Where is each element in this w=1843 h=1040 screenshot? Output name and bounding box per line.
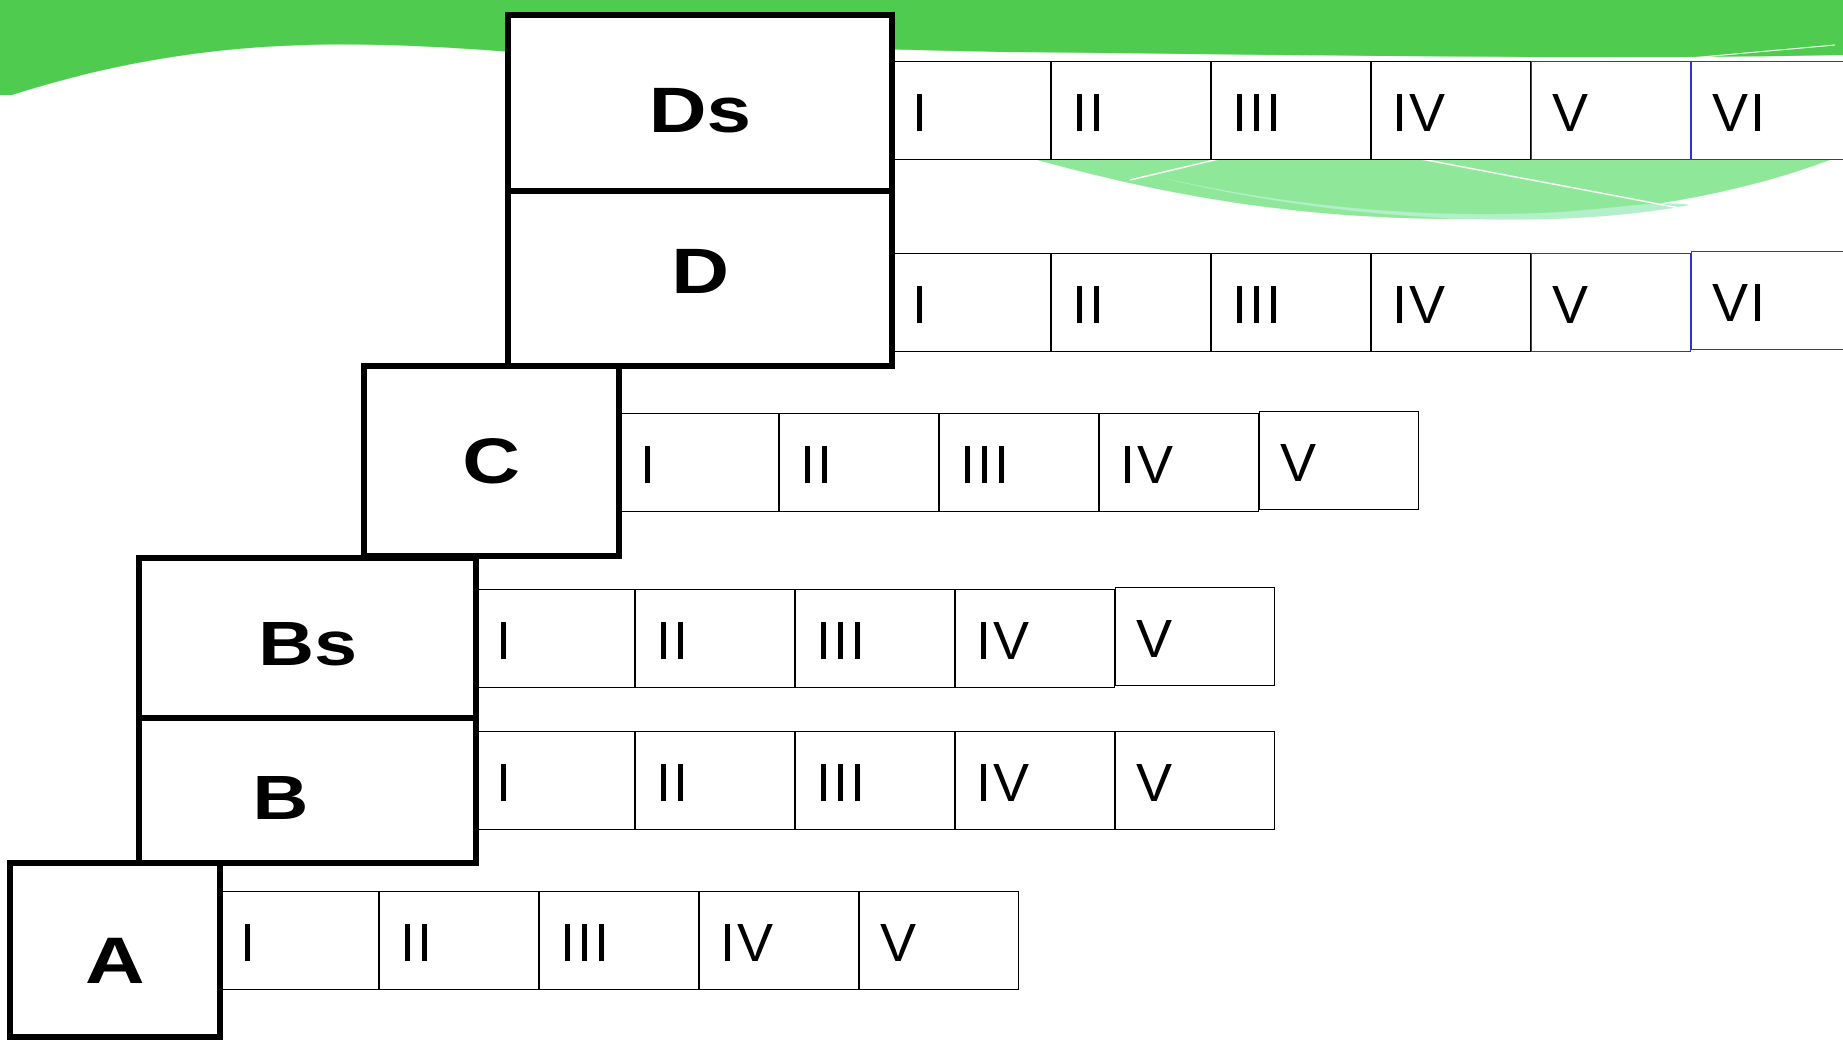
level-box-ds: Ds: [505, 12, 895, 194]
subgrade-cell: V: [1259, 411, 1419, 510]
subgrade-cell: I: [475, 731, 635, 830]
subgrade-cell: II: [779, 413, 939, 512]
subgrade-label: II: [1072, 274, 1107, 335]
subgrade-cell: V: [1115, 731, 1275, 830]
subgrade-cell: I: [619, 413, 779, 512]
subgrade-cell: III: [1211, 253, 1371, 352]
subgrade-label: V: [1280, 432, 1319, 493]
subgrade-cell: V: [1531, 61, 1691, 160]
level-label: Ds: [648, 74, 752, 146]
subgrade-cell: V: [1115, 587, 1275, 686]
wave-line: [1399, 154, 1691, 211]
subgrade-cell: II: [635, 731, 795, 830]
level-label: Bs: [257, 610, 358, 679]
subgrade-cell: IV: [1371, 61, 1531, 160]
subgrade-cell: II: [1051, 61, 1211, 160]
subgrade-label: III: [1232, 82, 1284, 143]
subgrade-label: V: [1136, 752, 1175, 813]
subgrade-label: III: [816, 610, 868, 671]
subgrade-label: IV: [1120, 434, 1176, 495]
subgrade-cell: III: [795, 731, 955, 830]
level-box-d: D: [505, 188, 895, 369]
subgrade-cell: IV: [699, 891, 859, 990]
subgrade-label: I: [640, 434, 658, 495]
level-label: A: [85, 923, 145, 997]
subgrade-label: IV: [720, 912, 776, 973]
lower-green-wave-light: [1150, 175, 1690, 220]
subgrade-label: I: [912, 274, 930, 335]
subgrade-cell: VI: [1691, 61, 1843, 160]
wave-line: [1689, 44, 1836, 59]
subgrade-label: V: [880, 912, 919, 973]
subgrade-label: I: [496, 610, 514, 671]
subgrade-cell: II: [1051, 253, 1211, 352]
subgrade-cell: VI: [1691, 251, 1843, 350]
subgrade-cell: III: [795, 589, 955, 688]
subgrade-label: III: [960, 434, 1012, 495]
subgrade-label: I: [912, 82, 930, 143]
subgrade-label: V: [1552, 274, 1591, 335]
top-green-band: [0, 0, 1843, 95]
wave-line: [879, 51, 971, 61]
subgrade-label: I: [496, 752, 514, 813]
subgrade-label: III: [1232, 274, 1284, 335]
subgrade-cell: IV: [955, 589, 1115, 688]
subgrade-label: V: [1136, 608, 1175, 669]
subgrade-label: VI: [1712, 272, 1768, 333]
level-box-bs: Bs: [136, 555, 479, 721]
level-box-c: C: [361, 363, 622, 559]
level-label: C: [462, 425, 521, 497]
subgrade-cell: II: [379, 891, 539, 990]
subgrade-cell: V: [859, 891, 1019, 990]
level-box-a: A: [7, 860, 223, 1040]
subgrade-label: III: [816, 752, 868, 813]
subgrade-cell: I: [219, 891, 379, 990]
subgrade-label: I: [240, 912, 258, 973]
level-label: D: [671, 235, 729, 307]
subgrade-cell: III: [1211, 61, 1371, 160]
level-label: B: [252, 764, 308, 833]
subgrade-label: IV: [1392, 82, 1448, 143]
subgrade-label: III: [560, 912, 612, 973]
subgrade-label: II: [400, 912, 435, 973]
subgrade-cell: I: [891, 61, 1051, 160]
subgrade-label: IV: [976, 610, 1032, 671]
subgrade-cell: I: [475, 589, 635, 688]
subgrade-cell: II: [635, 589, 795, 688]
subgrade-label: IV: [976, 752, 1032, 813]
subgrade-label: II: [800, 434, 835, 495]
subgrade-cell: IV: [1099, 413, 1259, 512]
subgrade-cell: V: [1531, 253, 1691, 352]
subgrade-label: IV: [1392, 274, 1448, 335]
subgrade-cell: III: [939, 413, 1099, 512]
subgrade-label: VI: [1712, 82, 1768, 143]
subgrade-cell: IV: [955, 731, 1115, 830]
subgrade-label: II: [656, 610, 691, 671]
subgrade-cell: III: [539, 891, 699, 990]
subgrade-label: II: [656, 752, 691, 813]
level-box-b: B: [136, 715, 479, 866]
subgrade-cell: I: [891, 253, 1051, 352]
subgrade-cell: IV: [1371, 253, 1531, 352]
subgrade-label: V: [1552, 82, 1591, 143]
subgrade-label: II: [1072, 82, 1107, 143]
